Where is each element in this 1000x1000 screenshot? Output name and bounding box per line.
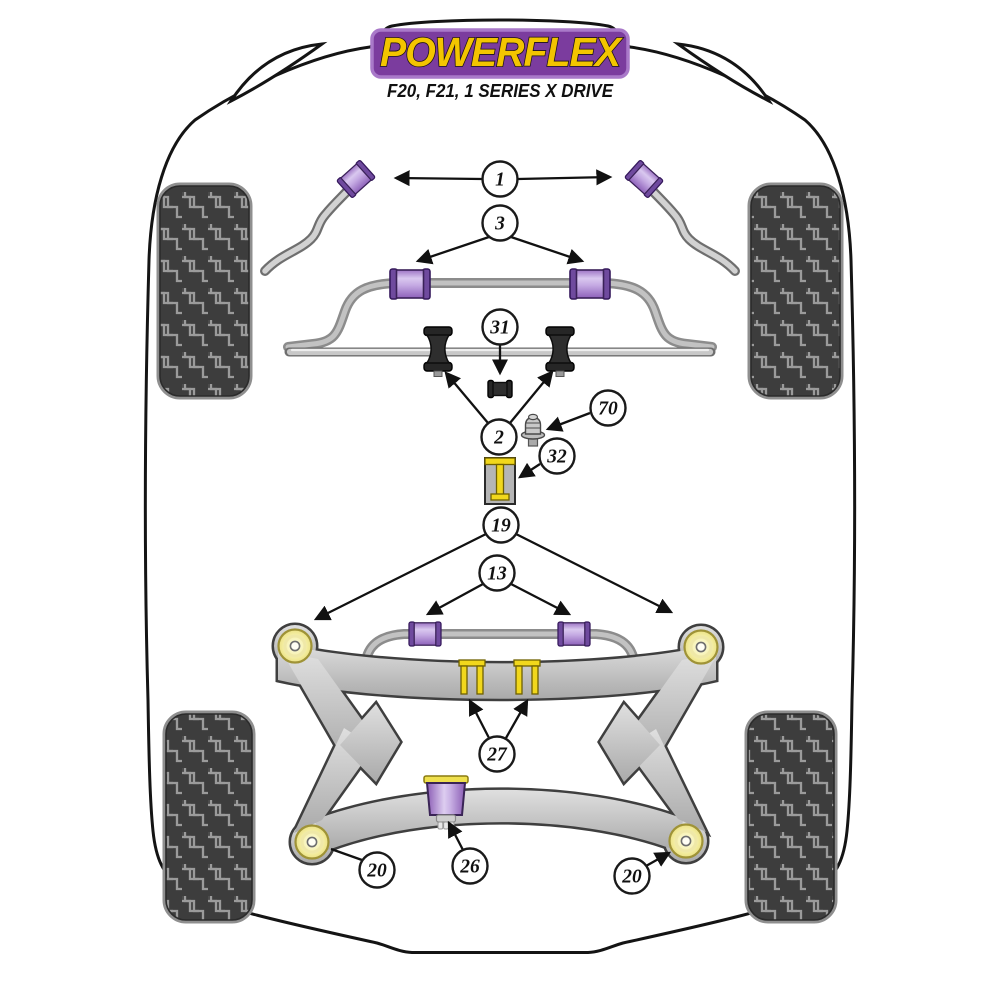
callout-13: 13 [425,554,572,616]
left-mirror-outline [226,41,328,105]
tire-rear-right [744,710,838,924]
callout-31: 31 [481,308,519,376]
callout-circle [478,554,516,592]
callout-circle [481,308,519,346]
callout-number: 31 [489,318,510,339]
tire-rear-left [162,710,256,924]
rear-arb-bush-right [557,621,591,647]
callout-circle [481,204,519,242]
callout-number: 27 [486,745,508,766]
callout-number: 1 [495,170,505,191]
callout-number: 2 [493,428,504,449]
callout-arrow [504,698,529,739]
callout-1: 1 [393,160,613,198]
callout-arrow [517,462,541,479]
callout-arrow [330,847,363,862]
callout-number: 20 [366,861,387,882]
callout-number: 20 [621,867,642,888]
callout-20: 20 [613,851,672,895]
subframe-bush-front-right [683,629,719,665]
subframe-bush-rear-right [668,823,704,859]
callout-32: 32 [517,437,576,479]
callout-arrow [393,170,483,187]
callout-circle [589,389,627,427]
front-control-arm-right [643,181,740,276]
right-mirror-outline [672,41,774,105]
callout-20: 20 [330,847,396,889]
callout-arrow [510,235,585,265]
callout-arrow [545,411,591,432]
tire-front-right [747,182,844,400]
front-control-arm-left [260,181,357,276]
subframe-bush-rear-left [294,824,330,860]
callout-arrow [510,582,572,616]
callout-arrow [517,169,613,186]
diff-mount-26 [423,775,469,830]
callout-26: 26 [447,820,489,885]
callout-2: 2 [444,370,554,456]
callout-circle [358,851,396,889]
callout-arrow [415,235,490,265]
callout-number: 3 [494,214,505,235]
callout-arrow [447,820,465,851]
callout-circle [482,506,520,544]
callout-3: 3 [415,204,585,265]
tire-front-left [156,182,253,400]
callout-number: 26 [459,857,480,878]
callout-arrow [444,371,489,424]
callout-circle [478,735,516,773]
callout-arrow [313,532,487,621]
rear-arb-bush-left [408,621,442,647]
callout-circle [480,418,518,456]
callout-circle [451,847,489,885]
callout-19: 19 [313,506,674,621]
callout-arrow [425,582,484,616]
model-line-text: F20, F21, 1 SERIES X DRIVE [387,81,614,101]
rear-suspension [274,621,722,863]
bush-31 [487,379,513,399]
front-arb-bush-right [569,268,611,300]
callout-number: 13 [487,564,507,585]
callout-arrow [468,698,491,739]
brand-text: POWERFLEX [380,29,623,75]
mount-insert-32 [484,457,516,505]
callout-arrow [645,851,672,868]
callout-number: 19 [491,516,511,537]
jack-pad-70 [520,413,546,447]
callout-circle [538,437,576,475]
front-arb-bush-left [389,268,431,300]
subframe-bush-front-left [277,628,313,664]
callout-number: 32 [546,447,567,468]
callout-27: 27 [468,698,529,773]
callout-circle [481,160,519,198]
callout-circle [613,857,651,895]
front-anti-roll-bar [283,278,717,352]
callout-number: 70 [598,399,618,420]
callout-70: 70 [545,389,627,432]
callout-arrow [515,532,674,614]
powerflex-logo: POWERFLEX [370,28,630,79]
callout-arrow [509,370,554,424]
